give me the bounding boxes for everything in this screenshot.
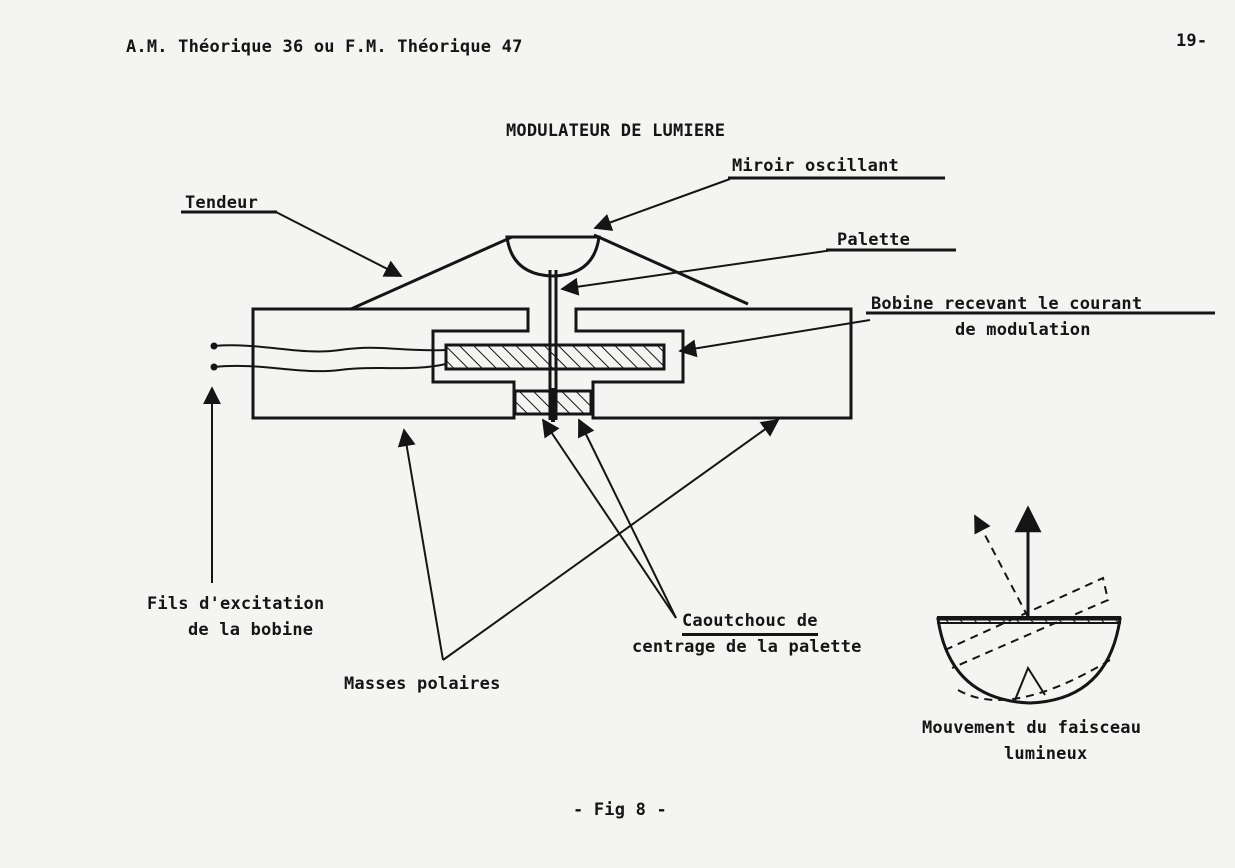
arrow-palette [560, 249, 834, 296]
label-tendeur: Tendeur [185, 193, 259, 213]
diagram-title: MODULATEUR DE LUMIERE [506, 121, 726, 141]
label-mouvement-line1: Mouvement du faisceau [922, 718, 1142, 738]
excitation-wire-top [213, 344, 447, 353]
arrow-caoutchouc-left [541, 418, 677, 619]
tensioner-right [593, 233, 749, 306]
label-fils-line1: Fils d'excitation [147, 594, 325, 614]
tensioner-left [350, 235, 513, 311]
arrow-miroir [593, 178, 731, 231]
label-palette: Palette [837, 230, 911, 250]
pole-pieces-outline [251, 307, 530, 420]
beam-movement-inset [936, 505, 1122, 705]
label-fils-line2: de la bobine [188, 620, 314, 640]
excitation-wire-bottom [213, 363, 447, 373]
label-bobine-line1: Bobine recevant le courant [871, 294, 1143, 314]
page-number: 19- [1176, 31, 1208, 51]
pole-pieces-outline-right [574, 307, 853, 420]
label-miroir-oscillant: Miroir oscillant [732, 156, 899, 176]
header-title: A.M. Théorique 36 ou F.M. Théorique 47 [126, 37, 523, 57]
label-bobine-line2: de modulation [955, 320, 1091, 340]
arrow-masses-left [397, 428, 444, 661]
arrow-bobine [678, 319, 871, 358]
label-caoutchouc-line1: Caoutchouc de [682, 611, 818, 636]
arrow-caoutchouc-right [578, 418, 677, 619]
label-caoutchouc-line2: centrage de la palette [632, 637, 862, 657]
label-masses-polaires: Masses polaires [344, 674, 501, 694]
figure-caption: - Fig 8 - [573, 800, 667, 820]
oscillating-mirror [505, 235, 601, 278]
arrow-tendeur [273, 210, 403, 277]
arrow-masses-right [442, 418, 780, 661]
coil [444, 343, 666, 371]
label-mouvement-line2: lumineux [1004, 744, 1088, 764]
